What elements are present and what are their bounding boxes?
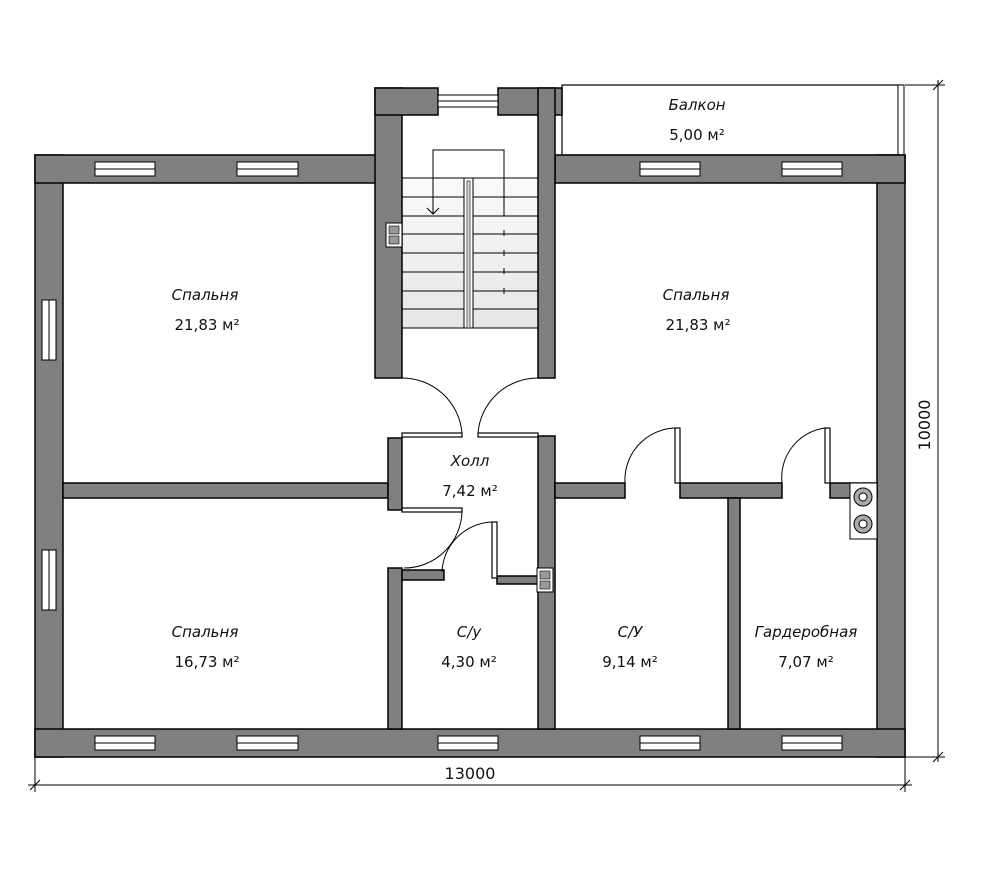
room-name: Спальня [663,286,730,304]
dimension-width: 13000 [28,757,912,792]
room-bedroom-bottom-left: Спальня 16,73 м² [172,623,240,671]
room-area: 9,14 м² [602,653,658,671]
room-wc-large: С/У 9,14 м² [602,623,658,671]
room-bedroom-top-right: Спальня 21,83 м² [663,286,731,334]
room-area: 4,30 м² [441,653,497,671]
room-name: С/у [457,623,483,641]
room-name: Холл [450,452,490,470]
dimension-height: 10000 [905,79,945,763]
room-name: С/У [618,623,644,641]
width-label: 13000 [445,764,496,783]
height-label: 10000 [915,400,934,451]
room-name: Спальня [172,286,239,304]
room-area: 21,83 м² [174,316,239,334]
windows [41,94,843,751]
room-hall: Холл 7,42 м² [442,452,498,500]
balcony-railing [897,84,905,156]
room-name: Балкон [668,96,725,114]
walls [34,87,906,758]
room-area: 16,73 м² [174,653,239,671]
room-name: Спальня [172,623,239,641]
room-area: 5,00 м² [669,126,725,144]
room-area: 7,42 м² [442,482,498,500]
room-area: 7,07 м² [778,653,834,671]
room-name: Гардеробная [755,623,858,641]
room-area: 21,83 м² [665,316,730,334]
room-balcony: Балкон 5,00 м² [668,96,725,144]
room-wc-small: С/у 4,30 м² [441,623,497,671]
doors [401,377,831,579]
staircase [402,149,538,329]
room-bedroom-top-left: Спальня 21,83 м² [172,286,240,334]
ventilation-blocks [385,222,878,593]
balcony [561,84,903,156]
room-wardrobe: Гардеробная 7,07 м² [755,623,858,671]
